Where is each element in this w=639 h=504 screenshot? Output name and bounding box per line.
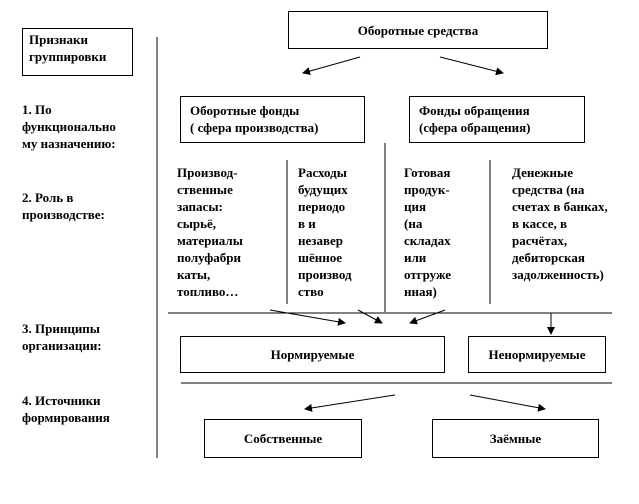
production-stocks-text: Производ- ственные запасы: сырьё, матери… bbox=[177, 165, 243, 299]
own-sources-box: Собственные bbox=[204, 419, 362, 458]
borrowed-sources-box: Заёмные bbox=[432, 419, 599, 458]
normed-label: Нормируемые bbox=[270, 347, 355, 362]
working-capital-box: Оборотные средства bbox=[288, 11, 548, 49]
arrow-to-borrowed bbox=[469, 394, 546, 412]
arrow-to-circulation-funds bbox=[439, 56, 504, 76]
criterion-1-functional-purpose: 1. По функционально му назначению: bbox=[22, 102, 116, 151]
unnormed-box: Ненормируемые bbox=[468, 336, 606, 373]
normed-box: Нормируемые bbox=[180, 336, 445, 373]
criterion-4-funding-sources: 4. Источники формирования bbox=[22, 393, 110, 425]
criterion-2-production-role: 2. Роль в производстве: bbox=[22, 190, 105, 222]
arrow-goods-to-normed bbox=[409, 309, 446, 325]
unnormed-label: Ненормируемые bbox=[488, 347, 586, 362]
arrow-deferred-to-normed bbox=[357, 309, 383, 324]
deferred-expenses-text: Расходы будущих периодо в и незавер шённ… bbox=[298, 165, 352, 299]
arrow-to-working-funds bbox=[302, 56, 361, 75]
arrow-to-own bbox=[304, 394, 396, 412]
grouping-criteria-header: Признаки группировки bbox=[22, 28, 133, 76]
cash-and-receivables-text: Денежные средства (на счетах в банках, в… bbox=[512, 165, 608, 282]
borrowed-sources-label: Заёмные bbox=[489, 431, 542, 446]
working-funds-box: Оборотные фонды ( сфера производства) bbox=[180, 96, 365, 143]
criterion-3-organization-principles: 3. Принципы организации: bbox=[22, 321, 102, 353]
circulation-funds-box: Фонды обращения (сфера обращения) bbox=[409, 96, 585, 143]
finished-goods-text: Готовая продук- ция (на складах или отгр… bbox=[404, 165, 452, 299]
working-capital-title: Оборотные средства bbox=[357, 22, 479, 38]
arrow-production-to-normed bbox=[269, 309, 346, 326]
own-sources-label: Собственные bbox=[243, 431, 323, 446]
